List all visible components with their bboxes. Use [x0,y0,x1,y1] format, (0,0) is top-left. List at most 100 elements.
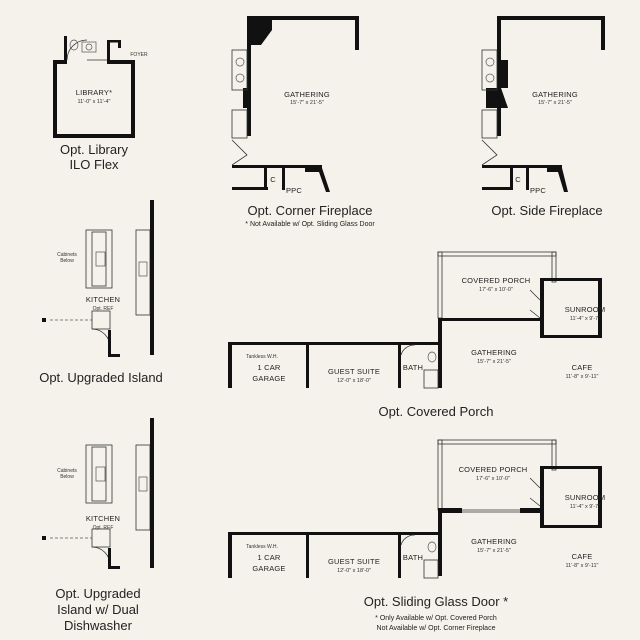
door-swing-icon [66,39,88,61]
gathering-wall-left [247,16,251,136]
library-wall-foyer-top [110,40,118,43]
sunroom-wall-top [540,278,602,281]
library-caption-line-1: Opt. Library [60,142,128,157]
sgd-porch-label: COVERED PORCH [459,465,528,474]
island-caption: Opt. Upgraded Island [39,370,163,385]
counter-outline [481,49,498,91]
kitchen-wall-right [150,200,154,355]
gathering-label: GATHERING [471,348,517,357]
sunroom-label: SUNROOM [565,305,606,314]
cabinet-outline [231,109,248,139]
side-fireplace-caption: Opt. Side Fireplace [491,203,602,218]
gathering-dim: 15'-7" x 21'-5" [477,359,511,365]
tub-icon [423,559,439,579]
sgd-sunroom-label: SUNROOM [565,493,606,502]
island-sink-icon [95,466,106,482]
cabinet-outline [481,109,498,139]
pantry-wall [108,330,111,356]
bath-label: BATH [403,363,423,372]
cafe-dim: 11'-8" x 9'-11" [565,374,598,380]
sgd-bath-label: BATH [403,553,423,562]
sink-icon [235,73,245,83]
library-wall-foyer-stub [118,40,121,48]
sgd-cafe-label: CAFE [572,552,593,561]
stair-icon [231,139,248,166]
garage-wall-left [228,342,232,388]
ppc-wall-angle [547,168,568,192]
sgd-tankless-label: Tankless W.H. [246,544,278,550]
library-wall-bath [64,36,67,64]
suite-wall-left [306,532,309,578]
wall-stub [42,318,46,322]
island-inner [91,231,107,287]
door-swing-icon [400,344,416,356]
sliding-door-note-2: Not Available w/ Opt. Corner Fireplace [377,625,496,632]
cafe-label: CAFE [572,363,593,372]
side-fireplace-box [501,60,508,88]
garage-wall-left [228,532,232,578]
gathering-wall-top [497,16,605,20]
sunroom-wall-right [598,466,602,528]
sgd-sunroom-dim: 11'-4" x 9'-7" [570,504,600,510]
library-wall-top-right [107,60,135,64]
sgd-guest-suite-dim: 12'-0" x 18'-0" [337,568,371,574]
sgd-guest-suite-label: GUEST SUITE [328,557,380,566]
dual-dishwasher-option: Cabinets Below KITCHEN Opt. REF Opt. Upg… [42,418,154,633]
ppc-wall-mid-2 [282,165,285,190]
toilet-icon [427,351,437,363]
library-foyer-label: FOYER [130,52,148,58]
sgd-garage-label-1: 1 CAR [257,553,280,562]
sliding-glass-door-icon [462,509,520,513]
suite-wall-left [306,342,309,388]
ppc-wall-mid [264,165,267,190]
door-swing-icon [91,546,111,566]
gathering-wall-left [438,318,442,388]
dual-kitchen-label: KITCHEN [86,514,120,523]
ref-box [91,310,111,330]
door-swing-icon [400,534,416,546]
ppc-wall-top [232,165,322,168]
dual-caption-line-1: Opt. Upgraded [55,586,140,601]
island-kitchen-label: KITCHEN [86,295,120,304]
porch-edge-right [551,439,557,471]
gathering-wall-left [438,508,442,576]
corner-ppc-label: PPC [286,186,302,195]
guest-suite-dim: 12'-0" x 18'-0" [337,378,371,384]
library-room-label: LIBRARY* [76,88,112,97]
bath-wall-left [398,342,401,388]
side-gathering-label: GATHERING [532,90,578,99]
porch-edge-left [437,251,443,319]
corner-fireplace-caption: Opt. Corner Fireplace [248,203,373,218]
island-ref-label: Opt. REF [93,306,114,312]
dual-cabinets-label-1: Cabinets [57,468,77,474]
ppc-wall-bottom [232,187,268,190]
sunroom-dim: 11'-4" x 9'-7" [570,316,600,322]
island-inner [91,446,107,502]
gathering-wall-right [355,16,359,50]
sunroom-wall-left [540,278,544,338]
side-ppc-label: PPC [530,186,546,195]
covered-porch-option: COVERED PORCH 17'-6" x 10'-0" SUNROOM 11… [228,251,606,419]
library-option: FOYER LIBRARY* 11'-0" x 11'-4" Opt. Libr… [53,36,148,172]
side-closet-label: C [515,175,521,184]
island-outline [85,229,113,289]
garage-label-2: GARAGE [252,374,285,383]
counter-outline [231,49,248,91]
sink-icon [485,57,495,67]
ppc-wall-bottom [482,187,512,190]
bath-wall-left [398,532,401,578]
library-room-dim: 11'-0" x 11'-4" [77,99,110,105]
side-fireplace-option: GATHERING 15'-7" x 21'-5" C PPC Opt. Sid… [481,16,605,218]
ref-box [91,528,111,548]
sgd-gathering-dim: 15'-7" x 21'-5" [477,548,511,554]
garage-wall-top [228,342,442,345]
dual-caption-line-2: Island w/ Dual [57,602,139,617]
wall-stub [42,536,46,540]
library-wall-bottom [53,134,135,138]
sunroom-door-icon [529,477,541,507]
sgd-porch-dim: 17'-6" x 10'-0" [476,476,510,482]
sunroom-wall-right [598,278,602,338]
corner-fireplace-note: * Not Available w/ Opt. Sliding Glass Do… [245,221,375,228]
sunroom-wall-bottom [540,335,602,338]
